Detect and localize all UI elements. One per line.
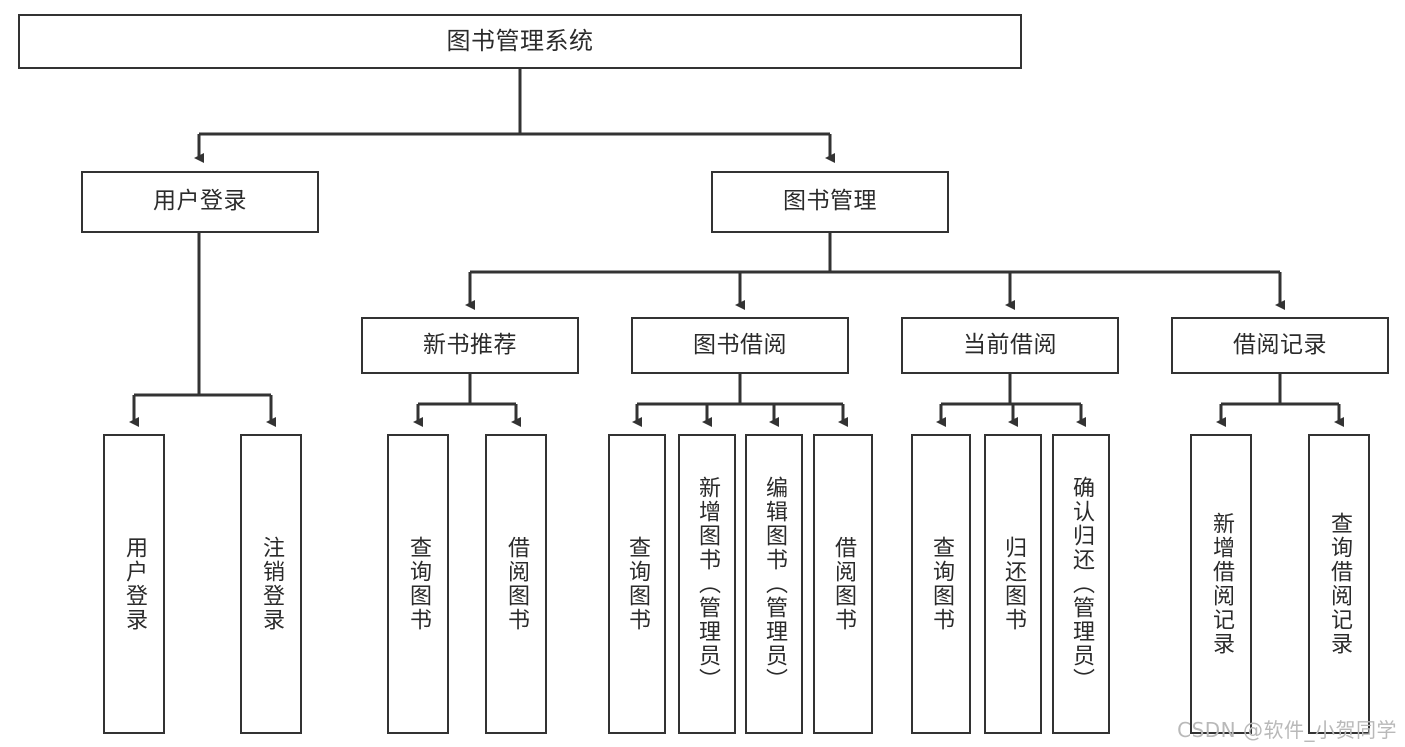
node-leaf-edit-book-admin-label: 编辑图书（管理员） (762, 476, 787, 692)
node-leaf-query-book-borrow-label: 查询图书 (625, 536, 650, 632)
node-level3-borrow-records[interactable]: 借阅记录 (1171, 317, 1389, 374)
node-leaf-confirm-return-admin[interactable]: 确认归还（管理员） (1052, 434, 1110, 734)
connector-userlogin-to-leaves (129, 233, 276, 427)
node-root-label: 图书管理系统 (446, 27, 594, 56)
node-level3-book-borrow[interactable]: 图书借阅 (631, 317, 849, 374)
node-leaf-borrow-book-new[interactable]: 借阅图书 (485, 434, 547, 734)
node-leaf-user-login-label: 用户登录 (122, 536, 147, 632)
node-leaf-add-book-admin-label: 新增图书（管理员） (695, 476, 720, 692)
node-leaf-query-book-current[interactable]: 查询图书 (911, 434, 971, 734)
node-leaf-return-book-label: 归还图书 (1001, 536, 1026, 632)
node-leaf-add-book-admin[interactable]: 新增图书（管理员） (678, 434, 736, 734)
node-level2-book-management[interactable]: 图书管理 (711, 171, 949, 233)
connector-current-to-leaves (936, 374, 1086, 427)
node-level3-borrow-records-label: 借阅记录 (1233, 331, 1327, 358)
node-level3-new-book-recommend[interactable]: 新书推荐 (361, 317, 579, 374)
connector-newbook-to-leaves (413, 374, 521, 427)
node-leaf-query-book-current-label: 查询图书 (929, 536, 954, 632)
node-leaf-confirm-return-admin-label: 确认归还（管理员） (1069, 476, 1094, 692)
node-level3-book-borrow-label: 图书借阅 (693, 331, 787, 358)
node-root[interactable]: 图书管理系统 (18, 14, 1022, 69)
connector-bookmgmt-to-level3 (465, 233, 1285, 310)
node-leaf-borrow-book-label: 借阅图书 (831, 536, 856, 632)
node-leaf-user-login[interactable]: 用户登录 (103, 434, 165, 734)
node-leaf-borrow-book-new-label: 借阅图书 (504, 536, 529, 632)
node-level2-book-management-label: 图书管理 (783, 188, 877, 215)
node-leaf-borrow-book[interactable]: 借阅图书 (813, 434, 873, 734)
connector-borrow-to-leaves (632, 374, 848, 427)
node-leaf-logout[interactable]: 注销登录 (240, 434, 302, 734)
node-leaf-add-borrow-record[interactable]: 新增借阅记录 (1190, 434, 1252, 734)
connector-root-to-level2 (194, 69, 835, 163)
node-leaf-logout-label: 注销登录 (259, 536, 284, 632)
node-level3-current-borrow[interactable]: 当前借阅 (901, 317, 1119, 374)
node-leaf-return-book[interactable]: 归还图书 (984, 434, 1042, 734)
node-leaf-query-book-borrow[interactable]: 查询图书 (608, 434, 666, 734)
node-level3-current-borrow-label: 当前借阅 (963, 331, 1057, 358)
connector-records-to-leaves (1216, 374, 1344, 427)
node-leaf-edit-book-admin[interactable]: 编辑图书（管理员） (745, 434, 803, 734)
node-leaf-query-borrow-record[interactable]: 查询借阅记录 (1308, 434, 1370, 734)
node-level2-user-login-label: 用户登录 (153, 188, 247, 215)
node-leaf-query-book-new-label: 查询图书 (406, 536, 431, 632)
node-level2-user-login[interactable]: 用户登录 (81, 171, 319, 233)
node-leaf-query-book-new[interactable]: 查询图书 (387, 434, 449, 734)
node-level3-new-book-recommend-label: 新书推荐 (423, 331, 517, 358)
node-leaf-add-borrow-record-label: 新增借阅记录 (1209, 512, 1234, 656)
node-leaf-query-borrow-record-label: 查询借阅记录 (1327, 512, 1352, 656)
